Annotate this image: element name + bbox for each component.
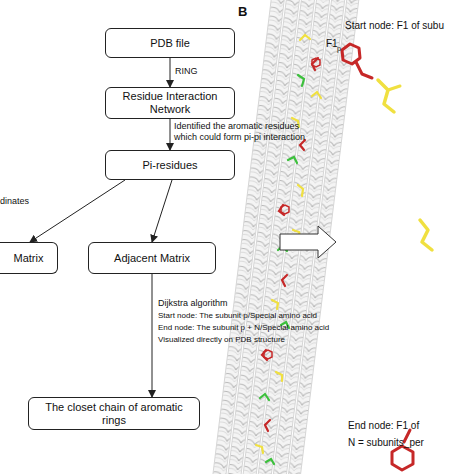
helix-bundle [209,0,361,474]
annotation-text: N = subunits_per [348,437,424,449]
flow-arrow [170,58,171,87]
annotation-text: p [337,44,341,53]
flow-arrow [152,274,153,397]
box-text: The closet chain of aromatic rings [33,401,195,427]
box-text: Pi-residues [142,159,197,172]
annotation-text: F1 [326,38,338,50]
edge-label: dinates [0,196,29,207]
process-box: Adjacent Matrix [88,242,216,274]
annotation-text: Start node: F1 of subu [345,20,444,32]
box-text: Matrix [14,252,44,265]
box-text: PDB file [150,37,190,50]
edge-label: Identified the aromatic residues which c… [174,121,312,143]
edge-label: RING [175,66,198,77]
annotation-text: End node: F1 of [348,420,419,432]
zoomed-residues [342,44,432,470]
process-box: The closet chain of aromatic rings [28,397,200,430]
process-box: Residue Interaction Network [105,87,235,119]
process-box: Pi-residues [105,150,235,180]
process-box: Matrix [0,242,58,274]
flow-arrow [30,180,125,242]
hollow-arrow [280,226,336,258]
box-text: Residue Interaction Network [110,90,230,116]
process-box: PDB file [105,28,235,58]
edge-label: Dijkstra algorithm [158,298,228,309]
box-text: Adjacent Matrix [114,252,190,265]
annotation-text: B [238,4,247,19]
flow-arrow [152,180,172,242]
annotation-text: Start node: The subunit p/Special amino … [158,311,317,321]
annotation-text: Visualized directly on PDB structure [158,335,285,345]
flow-arrow [170,119,171,150]
annotation-text: End node: The subunit p + N/Special amin… [158,323,329,333]
